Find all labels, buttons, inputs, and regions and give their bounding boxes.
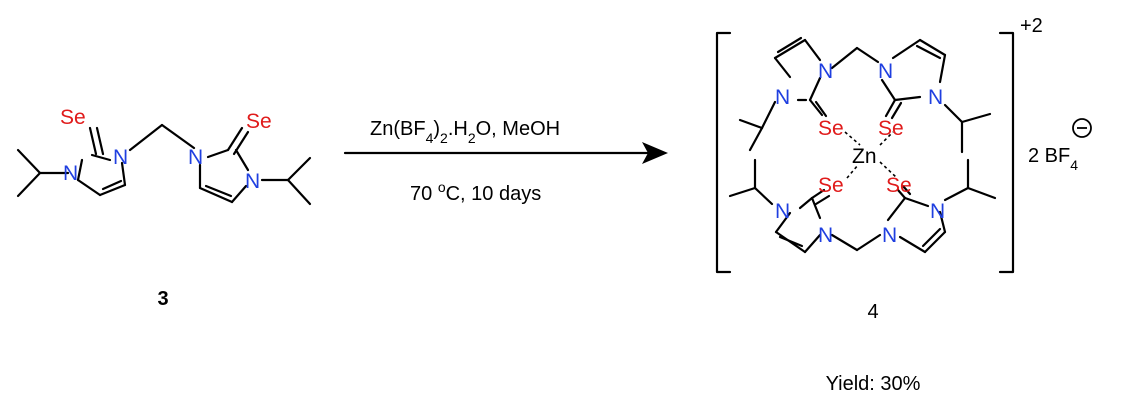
n-atom: N <box>928 86 943 109</box>
reactant-3-structure: Se Se N N N N <box>16 106 312 206</box>
product-brackets <box>715 31 1015 274</box>
zinc-atom: Zn <box>852 145 877 168</box>
se-atom: Se <box>60 106 86 129</box>
se-atom: Se <box>818 117 844 140</box>
product-label: 4 <box>867 301 878 323</box>
n-atom: N <box>245 170 260 193</box>
product-4-structure: N N N N N N N N Se Se Se Se Zn <box>728 36 997 254</box>
n-atom: N <box>188 146 203 169</box>
n-atom: N <box>775 200 790 223</box>
se-atom: Se <box>818 174 844 197</box>
reagent-text: Zn(BF4)2.H2O, MeOH <box>370 118 560 146</box>
se-atom: Se <box>878 117 904 140</box>
se-atom: Se <box>886 174 912 197</box>
reactant-label: 3 <box>157 288 168 310</box>
temperature-time-text: 70 oC, 10 days <box>410 179 541 205</box>
n-atom: N <box>775 86 790 109</box>
n-atom: N <box>878 60 893 83</box>
n-atom: N <box>818 224 833 247</box>
n-atom: N <box>930 200 945 223</box>
n-atom: N <box>818 60 833 83</box>
n-atom: N <box>113 146 128 169</box>
n-atom: N <box>63 162 78 185</box>
counterion-text: 2 BF4 <box>1028 145 1078 173</box>
yield-text: Yield: 30% <box>826 373 921 394</box>
reaction-arrow <box>343 142 668 164</box>
se-atom: Se <box>246 110 272 133</box>
n-atom: N <box>882 224 897 247</box>
complex-charge: +2 <box>1020 15 1043 37</box>
anion-charge-icon <box>1072 118 1092 138</box>
